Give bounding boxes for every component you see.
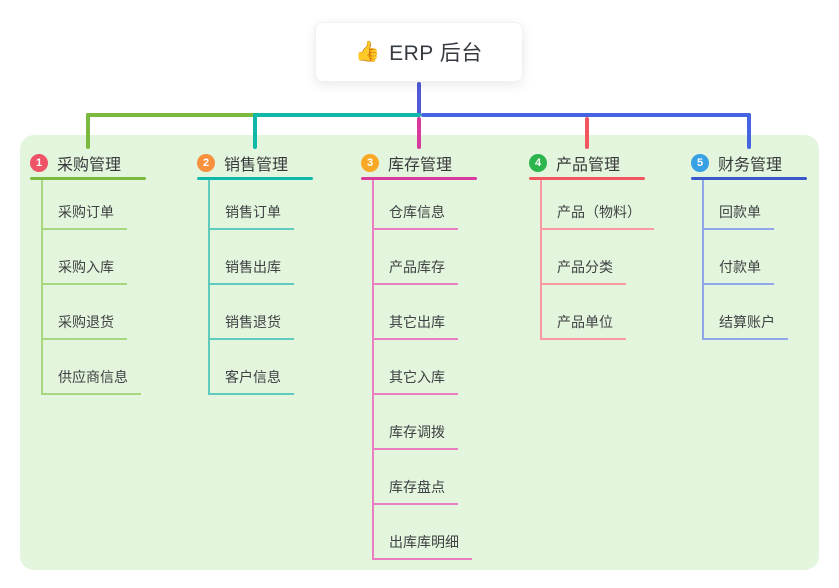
connector-drop-product xyxy=(585,117,589,149)
child-node-label: 采购入库 xyxy=(58,259,114,275)
child-node[interactable]: 仓库信息 xyxy=(374,180,458,230)
connector-drop-finance xyxy=(747,113,751,149)
branch-label-sales: 销售管理 xyxy=(224,156,289,174)
branch-node-product[interactable]: 4 产品管理 xyxy=(529,150,654,175)
child-node[interactable]: 产品单位 xyxy=(542,285,626,340)
child-node-label: 采购订单 xyxy=(58,204,114,220)
root-node-label: ERP 后台 xyxy=(389,42,483,65)
branch-children-inventory: 仓库信息 产品库存 其它出库 其它入库 库存调拨 库存盘点 出库库明细 xyxy=(372,180,477,560)
connector-root-vertical xyxy=(417,82,421,115)
child-node[interactable]: 销售退货 xyxy=(210,285,294,340)
child-node-label: 供应商信息 xyxy=(58,369,128,385)
branch-product: 4 产品管理 产品（物料） 产品分类 产品单位 xyxy=(529,150,654,340)
child-node[interactable]: 销售出库 xyxy=(210,230,294,285)
child-node-label: 客户信息 xyxy=(225,369,281,385)
child-node-label: 产品单位 xyxy=(557,314,613,330)
child-node[interactable]: 采购退货 xyxy=(43,285,127,340)
branch-children-product: 产品（物料） 产品分类 产品单位 xyxy=(540,180,654,340)
branch-children-purchase: 采购订单 采购入库 采购退货 供应商信息 xyxy=(41,180,146,395)
branch-underline xyxy=(691,177,807,180)
child-node[interactable]: 产品库存 xyxy=(374,230,458,285)
child-node-label: 库存调拨 xyxy=(389,424,445,440)
connector-horizontal-green xyxy=(86,113,255,117)
child-node-label: 采购退货 xyxy=(58,314,114,330)
branch-children-sales: 销售订单 销售出库 销售退货 客户信息 xyxy=(208,180,313,395)
child-node[interactable]: 采购订单 xyxy=(43,180,127,230)
branch-label-inventory: 库存管理 xyxy=(388,156,453,174)
child-node[interactable]: 回款单 xyxy=(704,180,774,230)
child-node-label: 销售退货 xyxy=(225,314,281,330)
child-node[interactable]: 付款单 xyxy=(704,230,774,285)
child-node[interactable]: 结算账户 xyxy=(704,285,788,340)
child-node-label: 产品分类 xyxy=(557,259,613,275)
child-node-label: 产品（物料） xyxy=(557,204,641,220)
child-node-label: 结算账户 xyxy=(719,314,775,330)
child-node[interactable]: 库存调拨 xyxy=(374,395,458,450)
child-node[interactable]: 供应商信息 xyxy=(43,340,141,395)
branch-underline xyxy=(529,177,645,180)
child-node[interactable]: 库存盘点 xyxy=(374,450,458,505)
connector-horizontal-teal xyxy=(253,113,421,117)
badge-2-icon: 2 xyxy=(197,153,215,172)
branch-children-finance: 回款单 付款单 结算账户 xyxy=(702,180,807,340)
badge-1-icon: 1 xyxy=(30,153,48,172)
branch-label-purchase: 采购管理 xyxy=(57,156,122,174)
branch-label-finance: 财务管理 xyxy=(718,156,783,174)
child-node[interactable]: 其它入库 xyxy=(374,340,458,395)
branch-node-inventory[interactable]: 3 库存管理 xyxy=(361,150,477,175)
branch-finance: 5 财务管理 回款单 付款单 结算账户 xyxy=(691,150,807,340)
branch-node-sales[interactable]: 2 销售管理 xyxy=(197,150,313,175)
child-node[interactable]: 销售订单 xyxy=(210,180,294,230)
child-node-label: 销售出库 xyxy=(225,259,281,275)
child-node-label: 回款单 xyxy=(719,204,761,220)
branch-underline xyxy=(361,177,477,180)
badge-3-icon: 3 xyxy=(361,153,379,172)
branch-label-product: 产品管理 xyxy=(556,156,621,174)
branch-underline xyxy=(197,177,313,180)
child-node[interactable]: 客户信息 xyxy=(210,340,294,395)
child-node[interactable]: 出库库明细 xyxy=(374,505,472,560)
child-node-label: 库存盘点 xyxy=(389,479,445,495)
connector-drop-purchase xyxy=(86,113,90,149)
child-node-label: 出库库明细 xyxy=(389,534,459,550)
connector-drop-sales xyxy=(253,113,257,149)
connector-drop-inventory xyxy=(417,117,421,149)
branch-node-purchase[interactable]: 1 采购管理 xyxy=(30,150,146,175)
connector-horizontal-blue xyxy=(421,113,751,117)
child-node-label: 其它入库 xyxy=(389,369,445,385)
badge-5-icon: 5 xyxy=(691,153,709,172)
root-node[interactable]: 👍 ERP 后台 xyxy=(315,22,523,82)
branch-node-finance[interactable]: 5 财务管理 xyxy=(691,150,807,175)
child-node-label: 仓库信息 xyxy=(389,204,445,220)
child-node[interactable]: 产品分类 xyxy=(542,230,626,285)
child-node[interactable]: 其它出库 xyxy=(374,285,458,340)
child-node-label: 产品库存 xyxy=(389,259,445,275)
child-node[interactable]: 采购入库 xyxy=(43,230,127,285)
branch-sales: 2 销售管理 销售订单 销售出库 销售退货 客户信息 xyxy=(197,150,313,395)
child-node-label: 付款单 xyxy=(719,259,761,275)
child-node[interactable]: 产品（物料） xyxy=(542,180,654,230)
thumbs-up-icon: 👍 xyxy=(355,41,381,63)
badge-4-icon: 4 xyxy=(529,153,547,172)
branch-purchase: 1 采购管理 采购订单 采购入库 采购退货 供应商信息 xyxy=(30,150,146,395)
branch-inventory: 3 库存管理 仓库信息 产品库存 其它出库 其它入库 库存调拨 库存盘点 出库库… xyxy=(361,150,477,560)
child-node-label: 其它出库 xyxy=(389,314,445,330)
branch-underline xyxy=(30,177,146,180)
mindmap-background-panel xyxy=(20,135,819,570)
child-node-label: 销售订单 xyxy=(225,204,281,220)
